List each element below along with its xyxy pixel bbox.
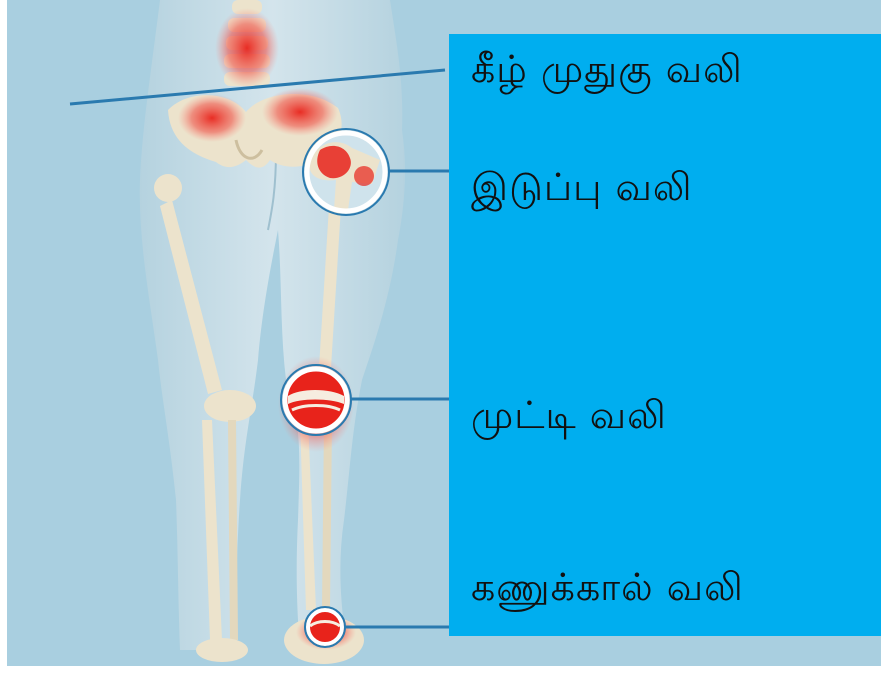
hip-pain-label: இடுப்பு வலி <box>471 164 693 210</box>
label-panel: கீழ் முதுகு வலி இடுப்பு வலி முட்டி வலி க… <box>449 34 881 636</box>
ankle-pain-label: கணுக்கால் வலி <box>471 564 744 610</box>
left-border <box>0 0 7 673</box>
hip-joint-highlight <box>303 129 389 215</box>
lower-back-pain-label: கீழ் முதுகு வலி <box>471 46 743 92</box>
ankle-joint-highlight <box>305 607 345 647</box>
knee-joint-highlight <box>281 365 351 435</box>
bottom-border <box>0 666 881 673</box>
knee-pain-label: முட்டி வலி <box>471 392 667 438</box>
